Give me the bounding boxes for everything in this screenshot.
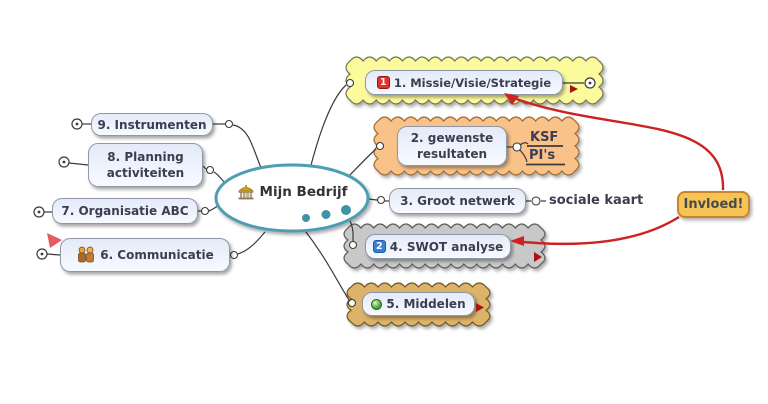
node-invloed[interactable]: Invloed! xyxy=(677,191,750,218)
collapse-indicators[interactable] xyxy=(33,77,596,260)
node-label: 1. Missie/Visie/Strategie xyxy=(393,75,552,90)
root-node-label[interactable]: Mijn Bedrijf xyxy=(232,181,352,203)
node-label: activiteiten xyxy=(106,166,185,180)
node-instrumenten[interactable]: 9. Instrumenten xyxy=(91,113,213,136)
collapse-toggle-n6[interactable] xyxy=(36,248,48,260)
node-label: 6. Communicatie xyxy=(100,248,214,262)
node-sociale-kaart[interactable]: sociale kaart xyxy=(549,193,644,208)
node-planning-activiteiten[interactable]: 8. Planning activiteiten xyxy=(88,143,203,187)
node-label: 8. Planning xyxy=(107,149,184,164)
node-organisatie-abc[interactable]: 7. Organisatie ABC xyxy=(52,198,198,224)
node-label: 7. Organisatie ABC xyxy=(61,204,189,218)
node-gewenste-resultaten[interactable]: 2. gewenste resultaten xyxy=(397,126,507,166)
node-communicatie[interactable]: 6. Communicatie xyxy=(60,238,230,272)
node-label: 2. gewenste xyxy=(410,130,494,145)
node-groot-netwerk[interactable]: 3. Groot netwerk xyxy=(389,188,526,214)
node-label: resultaten xyxy=(416,147,488,161)
node-swot-analyse[interactable]: 2 4. SWOT analyse xyxy=(365,234,511,259)
node-middelen[interactable]: 5. Middelen xyxy=(362,292,475,316)
root-label-text: Mijn Bedrijf xyxy=(259,184,348,200)
node-pis[interactable]: PI's xyxy=(529,148,556,163)
node-label: 5. Middelen xyxy=(386,297,466,311)
node-label: 4. SWOT analyse xyxy=(389,239,504,254)
node-label: 9. Instrumenten xyxy=(97,117,207,132)
root-more-dots xyxy=(302,205,351,222)
collapse-toggle-n8[interactable] xyxy=(58,156,70,168)
bank-icon xyxy=(237,184,254,200)
collapse-toggle-n9[interactable] xyxy=(71,118,83,130)
people-icon xyxy=(78,246,95,263)
priority-2-icon: 2 xyxy=(372,240,386,253)
node-label: Invloed! xyxy=(683,197,744,212)
priority-1-icon: 1 xyxy=(376,76,390,89)
node-missie-visie-strategie[interactable]: 1 1. Missie/Visie/Strategie xyxy=(365,70,563,95)
collapse-toggle-n1[interactable] xyxy=(584,77,596,89)
node-ksf[interactable]: KSF xyxy=(530,130,559,145)
green-ball-icon xyxy=(371,298,383,310)
node-label: 3. Groot netwerk xyxy=(400,194,515,208)
collapse-toggle-n7[interactable] xyxy=(33,206,45,218)
